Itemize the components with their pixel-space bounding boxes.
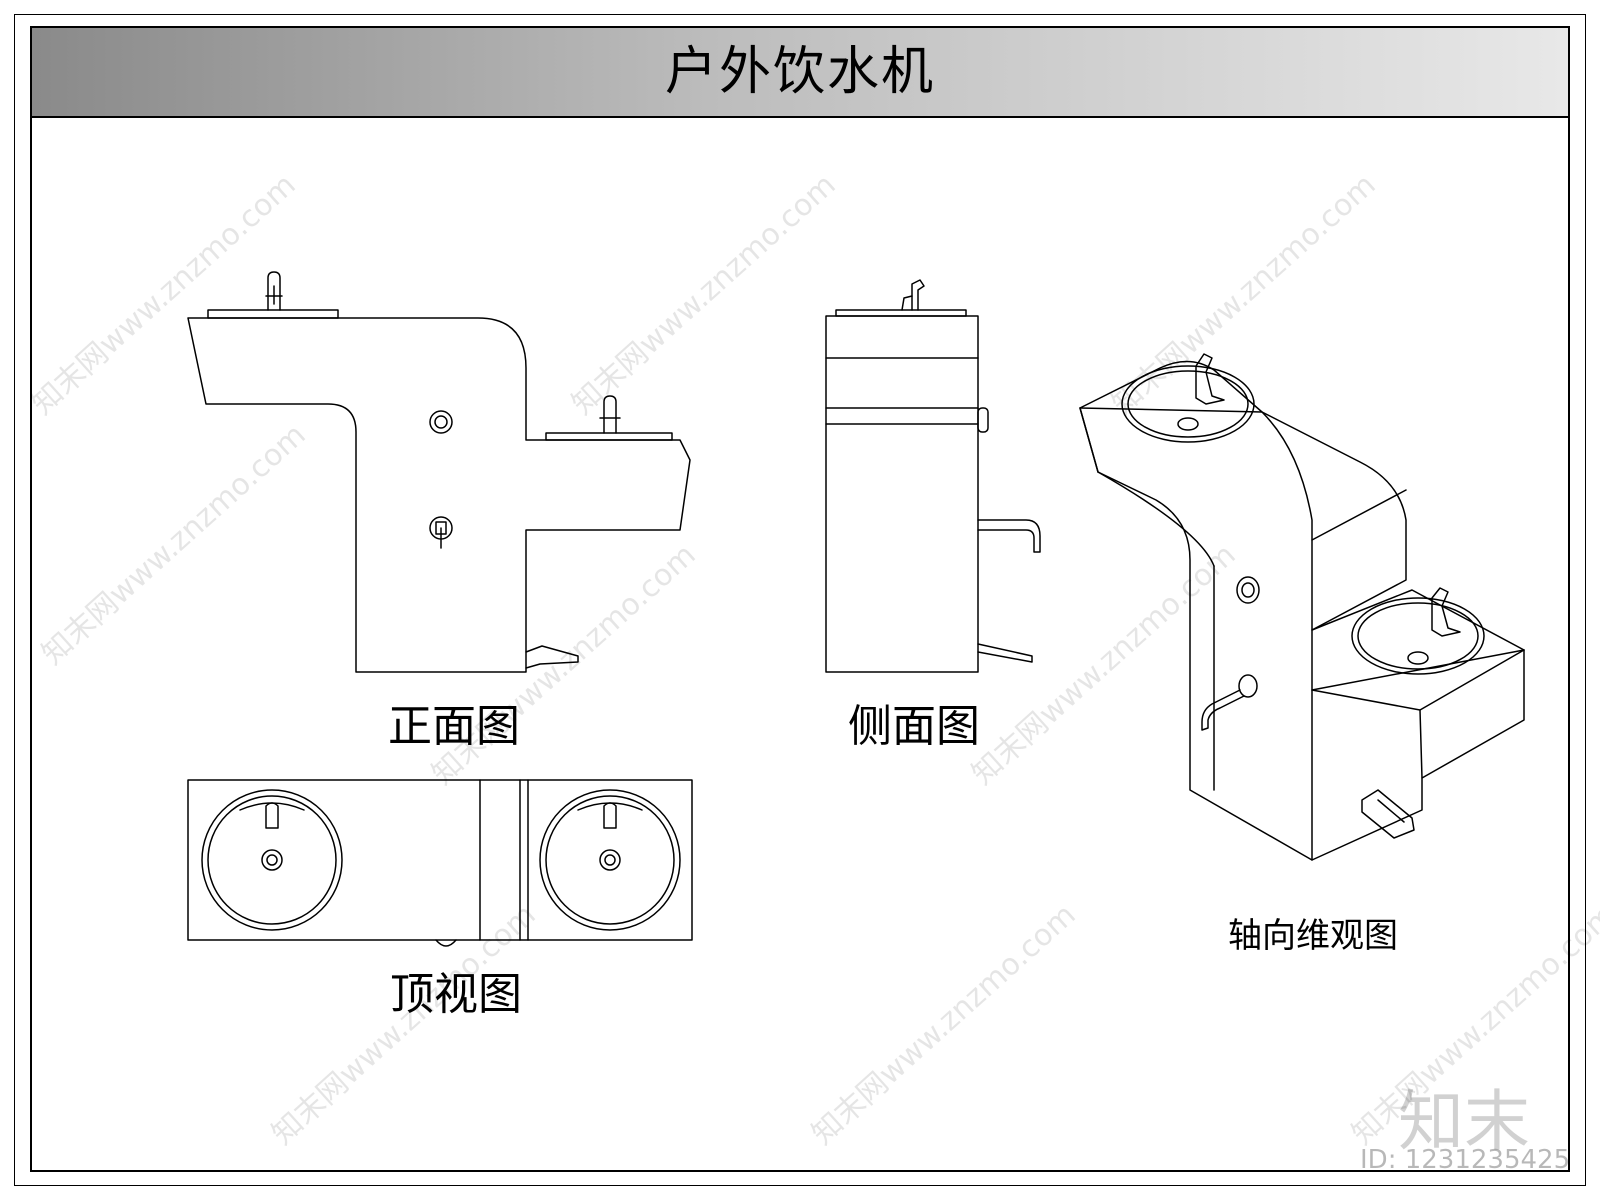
side-basin-rim (835, 309, 967, 317)
front-upper-basin-rim (207, 309, 339, 319)
axo-lower-faucet (1431, 587, 1461, 637)
axonometric-view-drawing (1079, 353, 1525, 861)
top-drain-left (261, 849, 283, 871)
drawing-inner-border (30, 26, 1570, 1172)
front-body-outline (187, 317, 691, 673)
title-bar: 户外饮水机 (32, 28, 1568, 118)
front-lower-faucet (603, 395, 617, 434)
axonometric-view-label: 轴向维观图 (1228, 916, 1398, 956)
top-basin-left-outer (201, 789, 343, 931)
top-basin-right-outer (539, 789, 681, 931)
axo-foot-pedal (1361, 789, 1415, 839)
axo-spout (1201, 689, 1245, 731)
side-spout (977, 519, 1041, 553)
front-button-inner (434, 415, 448, 429)
watermark-logo: 知末 (1398, 1083, 1530, 1160)
top-body-outline (187, 779, 693, 941)
front-view-drawing (187, 271, 691, 673)
top-drain-right (599, 849, 621, 871)
front-view-label: 正面图 (388, 701, 520, 752)
axo-lower-drain (1407, 651, 1429, 665)
axo-lower-basin (1351, 597, 1485, 675)
front-upper-faucet (267, 271, 281, 311)
axo-upper-drain (1177, 417, 1199, 431)
side-view-drawing (825, 279, 1041, 673)
axo-button (1236, 576, 1260, 604)
front-button-outer (429, 410, 453, 434)
top-view-label: 顶视图 (390, 969, 522, 1020)
side-button (977, 407, 989, 433)
axo-upper-basin (1121, 365, 1255, 443)
top-pedal-edge (435, 939, 457, 947)
page-title: 户外饮水机 (664, 42, 935, 102)
drawing-outer-border (14, 14, 1586, 1186)
watermark-id: ID: 1231235425 (1360, 1145, 1571, 1175)
side-faucet (911, 279, 925, 311)
axo-upper-faucet (1195, 353, 1225, 405)
top-faucet-left (265, 802, 279, 829)
axo-spout-base (1238, 674, 1258, 698)
front-lower-basin-rim (545, 432, 673, 441)
side-view-label: 侧面图 (848, 701, 980, 752)
top-faucet-right (603, 802, 617, 829)
side-foot-pedal (977, 643, 1033, 663)
top-view-drawing (187, 779, 693, 947)
side-body-outline (825, 315, 979, 673)
front-foot-pedal (525, 645, 579, 669)
